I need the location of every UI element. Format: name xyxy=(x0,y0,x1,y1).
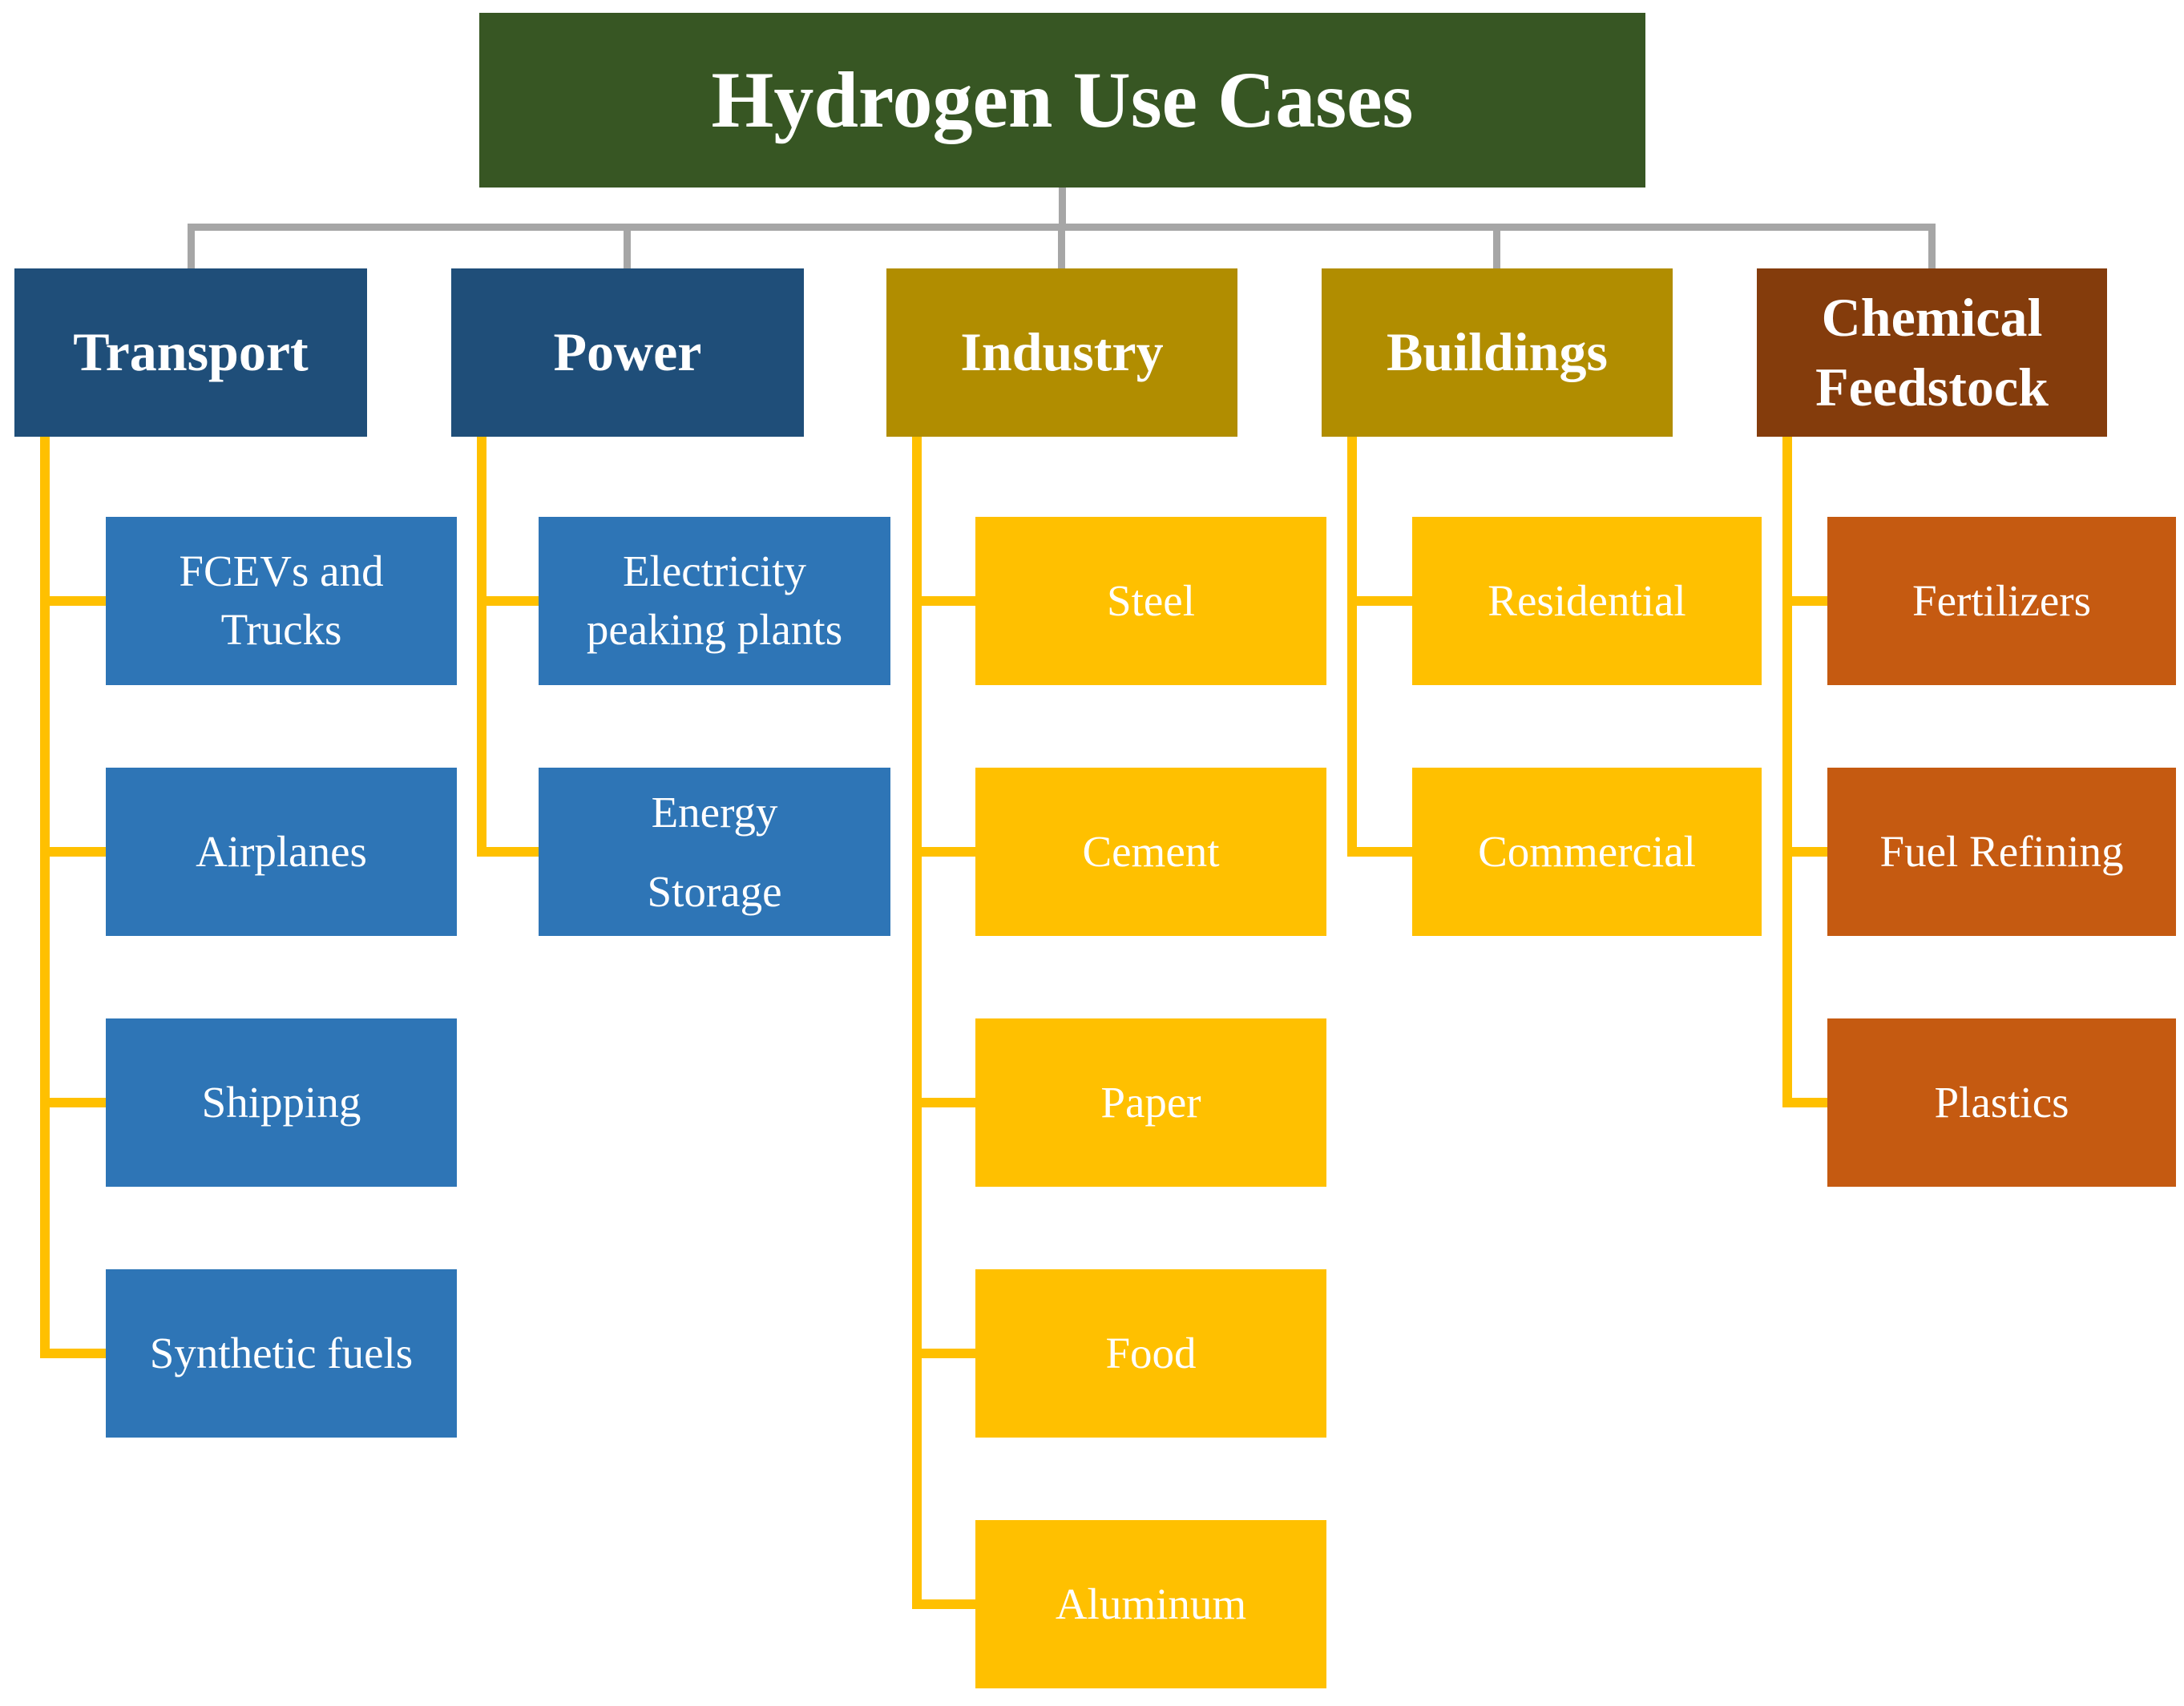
branch-arm-industry-4 xyxy=(912,1349,975,1358)
branch-arm-transport-3 xyxy=(40,1098,106,1107)
root-connector-drop-buildings xyxy=(1493,228,1500,268)
category-buildings: Buildings xyxy=(1322,268,1673,437)
node-airplanes: Airplanes xyxy=(106,768,457,936)
branch-arm-transport-1 xyxy=(40,596,106,606)
branch-arm-industry-2 xyxy=(912,847,975,857)
branch-arm-chemical-3 xyxy=(1782,1098,1827,1107)
node-residential: Residential xyxy=(1412,517,1762,685)
root-connector-drop-power xyxy=(624,228,631,268)
root-connector-drop-transport xyxy=(188,228,195,268)
node-paper: Paper xyxy=(975,1018,1326,1187)
branch-arm-chemical-1 xyxy=(1782,596,1827,606)
node-shipping: Shipping xyxy=(106,1018,457,1187)
node-cement: Cement xyxy=(975,768,1326,936)
root-connector-drop-industry xyxy=(1058,228,1065,268)
branch-arm-industry-3 xyxy=(912,1098,975,1107)
branch-arm-power-2 xyxy=(477,847,539,857)
diagram-title: Hydrogen Use Cases xyxy=(479,13,1645,188)
branch-arm-power-1 xyxy=(477,596,539,606)
node-energy-storage: Energy Storage xyxy=(539,768,890,936)
root-connector-drop-chemical-feedstock xyxy=(1928,228,1936,268)
branch-line-chemical-feedstock xyxy=(1782,437,1792,1107)
node-commercial: Commercial xyxy=(1412,768,1762,936)
node-fcevs-and-trucks: FCEVs and Trucks xyxy=(106,517,457,685)
category-transport: Transport xyxy=(14,268,367,437)
branch-line-power xyxy=(477,437,486,857)
branch-line-transport xyxy=(40,437,50,1358)
root-connector-bar xyxy=(188,224,1936,231)
branch-arm-transport-4 xyxy=(40,1349,106,1358)
node-electricity-peaking-plants: Electricity peaking plants xyxy=(539,517,890,685)
node-steel: Steel xyxy=(975,517,1326,685)
category-chemical-feedstock: Chemical Feedstock xyxy=(1757,268,2107,437)
node-plastics: Plastics xyxy=(1827,1018,2176,1187)
branch-arm-industry-1 xyxy=(912,596,975,606)
node-food: Food xyxy=(975,1269,1326,1438)
branch-line-industry xyxy=(912,437,922,1609)
branch-arm-chemical-2 xyxy=(1782,847,1827,857)
category-industry: Industry xyxy=(886,268,1237,437)
branch-line-buildings xyxy=(1347,437,1357,857)
branch-arm-buildings-1 xyxy=(1347,596,1412,606)
category-power: Power xyxy=(451,268,804,437)
node-fertilizers: Fertilizers xyxy=(1827,517,2176,685)
branch-arm-buildings-2 xyxy=(1347,847,1412,857)
node-fuel-refining: Fuel Refining xyxy=(1827,768,2176,936)
root-connector-stem xyxy=(1059,188,1066,227)
branch-arm-industry-5 xyxy=(912,1599,975,1609)
branch-arm-transport-2 xyxy=(40,847,106,857)
node-synthetic-fuels: Synthetic fuels xyxy=(106,1269,457,1438)
node-aluminum: Aluminum xyxy=(975,1520,1326,1688)
